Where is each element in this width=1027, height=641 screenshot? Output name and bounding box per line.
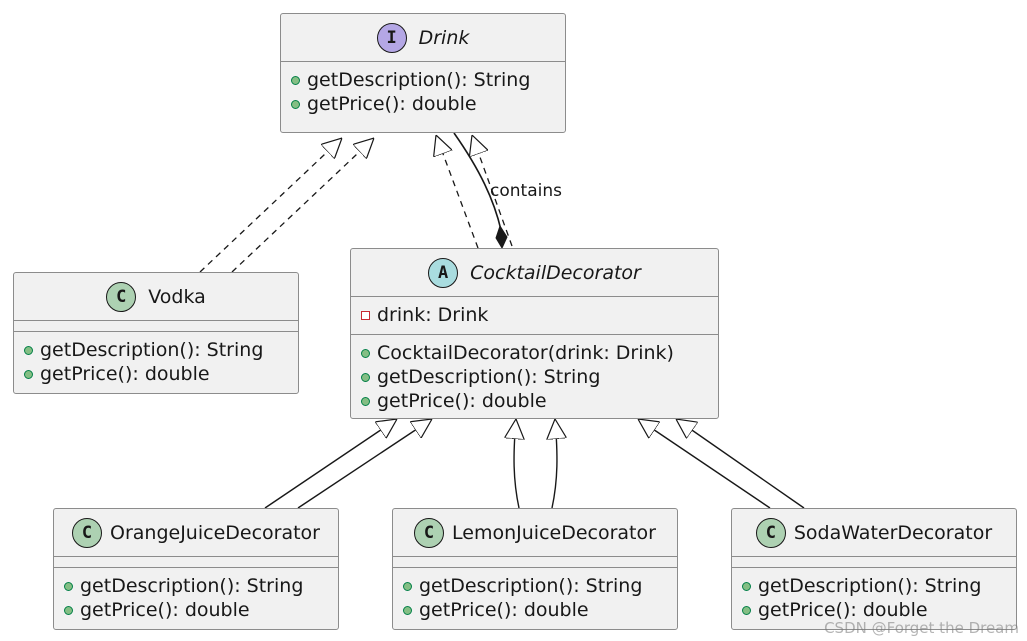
method-signature: CocktailDecorator(drink: Drink) — [377, 342, 674, 364]
interface-stereotype-icon: I — [376, 22, 407, 53]
methods-section: CocktailDecorator(drink: Drink) getDescr… — [351, 335, 718, 418]
method-signature: getPrice(): double — [80, 599, 250, 621]
soda-water-decorator-header: C SodaWaterDecorator — [732, 509, 1016, 557]
methods-section: getDescription(): String getPrice(): dou… — [732, 568, 1016, 629]
fields-section: drink: Drink — [351, 297, 718, 335]
method-row: getDescription(): String — [742, 574, 1016, 598]
decorator-realization-edge — [472, 135, 513, 247]
empty-fields-section — [54, 557, 338, 568]
watermark-text: CSDN @Forget the Dream — [824, 619, 1019, 637]
field-row: drink: Drink — [361, 303, 718, 327]
soda-generalization-edge — [676, 419, 805, 509]
public-visibility-icon — [742, 581, 751, 591]
method-row: getDescription(): String — [403, 574, 677, 598]
method-row: CocktailDecorator(drink: Drink) — [361, 341, 718, 365]
orange-generalization-edge — [264, 419, 397, 509]
class-stereotype-icon: C — [755, 517, 786, 548]
methods-section: getDescription(): String getPrice(): dou… — [281, 62, 565, 123]
lemon-juice-decorator-header: C LemonJuiceDecorator — [393, 509, 677, 557]
public-visibility-icon — [291, 99, 300, 109]
empty-fields-section — [732, 557, 1016, 568]
methods-section: getDescription(): String getPrice(): dou… — [54, 568, 338, 629]
class-name: OrangeJuiceDecorator — [110, 521, 320, 544]
public-visibility-icon — [24, 369, 33, 379]
public-visibility-icon — [361, 348, 370, 358]
soda-water-decorator-class-box: C SodaWaterDecorator getDescription(): S… — [731, 508, 1017, 630]
orange-generalization-edge — [297, 419, 432, 509]
public-visibility-icon — [64, 605, 73, 615]
method-signature: getDescription(): String — [758, 575, 982, 597]
soda-generalization-edge — [638, 419, 771, 509]
method-signature: getDescription(): String — [40, 339, 264, 361]
orange-juice-decorator-class-box: C OrangeJuiceDecorator getDescription():… — [53, 508, 339, 630]
method-row: getPrice(): double — [24, 362, 298, 386]
class-name: Drink — [418, 26, 470, 49]
public-visibility-icon — [361, 372, 370, 382]
method-row: getPrice(): double — [403, 598, 677, 622]
lemon-generalization-edge — [514, 419, 519, 509]
public-visibility-icon — [742, 605, 751, 615]
method-row: getDescription(): String — [361, 365, 718, 389]
composition-diamond — [495, 224, 508, 250]
public-visibility-icon — [361, 396, 370, 406]
methods-section: getDescription(): String getPrice(): dou… — [393, 568, 677, 629]
contains-label: contains — [490, 181, 562, 201]
method-signature: getDescription(): String — [80, 575, 304, 597]
drink-header: I Drink — [281, 14, 565, 62]
method-row: getPrice(): double — [361, 389, 718, 413]
empty-fields-section — [14, 321, 298, 332]
method-row: getDescription(): String — [291, 68, 565, 92]
public-visibility-icon — [64, 581, 73, 591]
field-signature: drink: Drink — [377, 304, 489, 326]
class-stereotype-icon: C — [106, 281, 137, 312]
method-signature: getPrice(): double — [40, 363, 210, 385]
public-visibility-icon — [24, 345, 33, 355]
class-name: Vodka — [148, 285, 206, 308]
public-visibility-icon — [291, 75, 300, 85]
method-row: getDescription(): String — [64, 574, 338, 598]
cocktail-decorator-header: A CocktailDecorator — [351, 249, 718, 297]
method-row: getPrice(): double — [291, 92, 565, 116]
method-row: getPrice(): double — [64, 598, 338, 622]
vodka-realization-edge — [199, 138, 342, 273]
class-name: CocktailDecorator — [470, 261, 641, 284]
method-signature: getPrice(): double — [377, 390, 547, 412]
abstract-stereotype-icon: A — [428, 257, 459, 288]
method-signature: getDescription(): String — [377, 366, 601, 388]
method-signature: getDescription(): String — [307, 69, 531, 91]
contains-composition-edge — [453, 132, 502, 231]
methods-section: getDescription(): String getPrice(): dou… — [14, 332, 298, 393]
method-signature: getDescription(): String — [419, 575, 643, 597]
method-row: getDescription(): String — [24, 338, 298, 362]
class-name: LemonJuiceDecorator — [452, 521, 656, 544]
public-visibility-icon — [403, 581, 412, 591]
orange-juice-decorator-header: C OrangeJuiceDecorator — [54, 509, 338, 557]
method-row: getPrice(): double — [742, 598, 1016, 622]
method-signature: getPrice(): double — [419, 599, 589, 621]
class-stereotype-icon: C — [414, 517, 445, 548]
class-stereotype-icon: C — [72, 517, 102, 548]
private-visibility-icon — [361, 310, 370, 320]
decorator-realization-edge — [436, 135, 479, 249]
public-visibility-icon — [403, 605, 412, 615]
lemon-generalization-edge — [552, 419, 557, 509]
vodka-header: C Vodka — [14, 273, 298, 321]
empty-fields-section — [393, 557, 677, 568]
method-signature: getPrice(): double — [307, 93, 477, 115]
class-name: SodaWaterDecorator — [793, 521, 993, 544]
lemon-juice-decorator-class-box: C LemonJuiceDecorator getDescription(): … — [392, 508, 678, 630]
method-signature: getPrice(): double — [758, 599, 928, 621]
cocktail-decorator-abstract-box: A CocktailDecorator drink: Drink Cocktai… — [350, 248, 719, 419]
vodka-class-box: C Vodka getDescription(): String getPric… — [13, 272, 299, 394]
drink-interface-box: I Drink getDescription(): String getPric… — [280, 13, 566, 133]
